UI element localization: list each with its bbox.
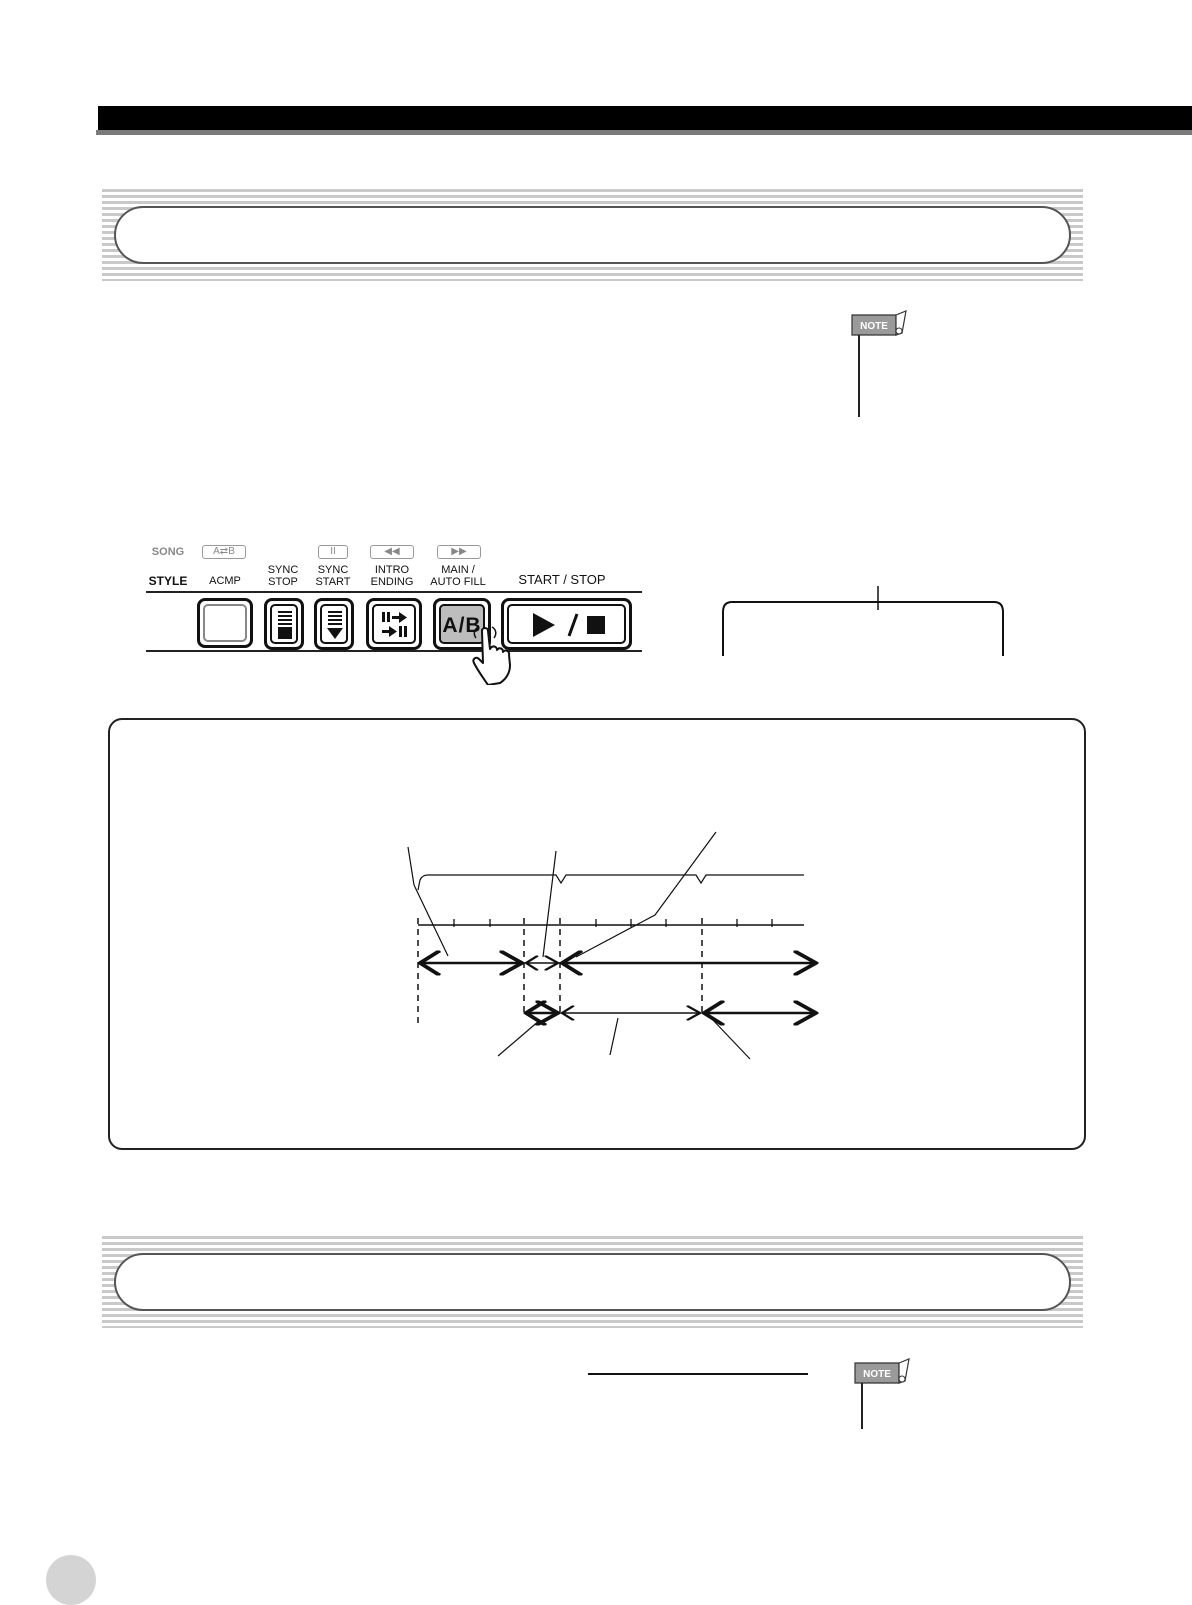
note-label-2: NOTE xyxy=(863,1369,891,1380)
main-label-bottom: AUTO FILL xyxy=(430,576,486,588)
intro-ending-button[interactable] xyxy=(366,598,422,650)
sync-start-button[interactable] xyxy=(314,598,354,650)
play-icon xyxy=(533,613,555,637)
section-banner-1 xyxy=(102,189,1083,281)
intro-label-bottom: ENDING xyxy=(370,576,414,588)
section-title-pill-2 xyxy=(114,1253,1071,1311)
header-bar xyxy=(98,106,1192,132)
note-label-1: NOTE xyxy=(860,321,888,332)
sync-stop-label-top: SYNC xyxy=(267,564,299,576)
intro-ending-icon xyxy=(372,604,416,644)
stop-icon xyxy=(587,616,605,634)
style-label: STYLE xyxy=(148,574,188,588)
fast-forward-icon: ▶▶ xyxy=(437,545,481,559)
note-line-1 xyxy=(858,335,860,417)
acmp-label: ACMP xyxy=(209,575,241,587)
start-stop-button[interactable] xyxy=(501,598,632,650)
underline-rule xyxy=(588,1373,808,1375)
panel-rule-top xyxy=(146,591,642,593)
main-label-top: MAIN / xyxy=(441,564,475,576)
note-line-2 xyxy=(861,1383,863,1429)
sync-stop-button[interactable] xyxy=(264,598,304,650)
rewind-icon: ◀◀ xyxy=(370,545,414,559)
sync-start-icon xyxy=(320,604,348,644)
play-stop-icon xyxy=(507,604,626,644)
timing-diagram xyxy=(400,820,830,1070)
section-banner-2 xyxy=(102,1236,1083,1328)
pause-icon: II xyxy=(318,545,348,559)
section-title-pill-1 xyxy=(114,206,1071,264)
header-bar-shadow xyxy=(96,130,1192,135)
display-bracket xyxy=(720,586,1006,656)
sync-start-label-bottom: START xyxy=(315,576,351,588)
note-icon: NOTE xyxy=(853,1357,913,1389)
ab-chip: A⇄B xyxy=(202,545,246,559)
note-icon: NOTE xyxy=(850,309,910,341)
panel-rule-bottom xyxy=(146,650,642,652)
sync-start-label-top: SYNC xyxy=(317,564,349,576)
sync-stop-icon xyxy=(270,604,298,644)
song-label: SONG xyxy=(151,546,185,558)
start-stop-label: START / STOP xyxy=(518,572,606,587)
hand-pointer-icon xyxy=(470,625,520,686)
sync-stop-label-bottom: STOP xyxy=(268,576,298,588)
timing-diagram-frame xyxy=(108,718,1086,1150)
acmp-button[interactable] xyxy=(197,598,253,648)
intro-label-top: INTRO xyxy=(374,564,410,576)
page-number-circle xyxy=(46,1555,96,1605)
ab-button-label: A/B xyxy=(442,614,482,637)
